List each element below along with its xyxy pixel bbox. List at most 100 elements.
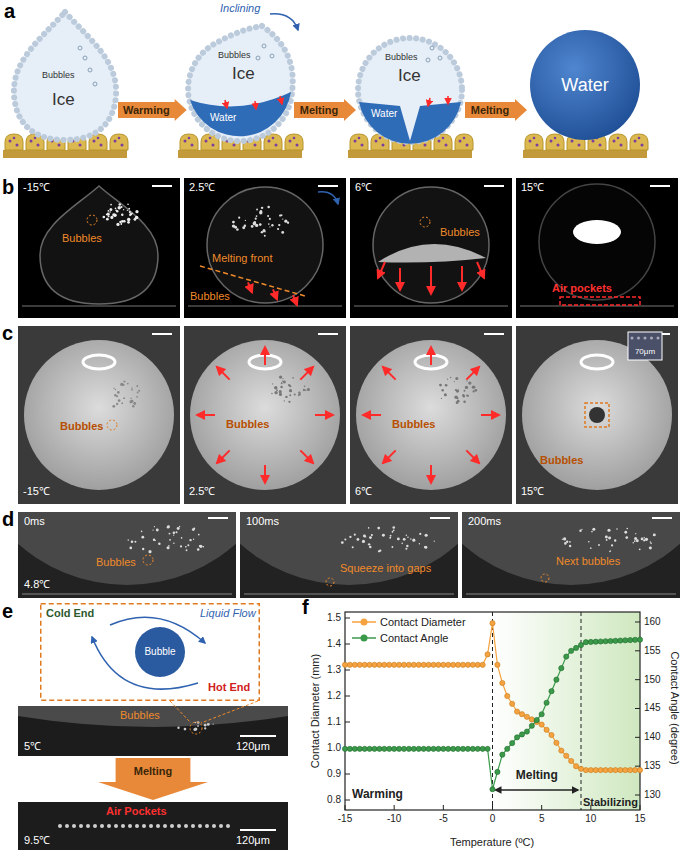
pillar-dot	[620, 144, 623, 147]
air-pocket	[205, 824, 209, 828]
droplet-top-view	[190, 340, 340, 490]
highlight-ring	[83, 355, 115, 369]
legend-dot	[361, 619, 368, 626]
pillar	[5, 134, 23, 150]
panel-c	[18, 326, 678, 504]
speckle	[185, 546, 187, 548]
data-point	[608, 768, 613, 773]
speckle	[176, 531, 178, 533]
speckle	[134, 541, 136, 543]
speckle	[129, 211, 131, 213]
pillar-dot	[289, 140, 292, 143]
arrow	[248, 282, 252, 292]
pillar-dot	[58, 144, 61, 147]
speckle	[406, 545, 408, 547]
speckle	[115, 210, 117, 212]
data-point	[514, 709, 519, 714]
data-point	[613, 638, 618, 643]
legend-dot	[361, 635, 368, 642]
droplet-bottom	[18, 706, 288, 727]
data-point	[392, 662, 397, 667]
bubble	[438, 56, 442, 60]
speckle	[167, 525, 170, 528]
arrow	[466, 450, 479, 463]
speckle	[303, 389, 305, 391]
tick	[635, 650, 640, 651]
label: 0	[490, 813, 496, 825]
data-point	[455, 662, 460, 667]
speckle	[109, 208, 112, 211]
label: Bubbles	[42, 70, 75, 80]
speckle	[455, 377, 458, 380]
plot-frame	[345, 612, 640, 810]
data-point	[564, 753, 569, 758]
tick	[640, 805, 641, 810]
speckle	[607, 529, 610, 532]
data-point	[510, 740, 515, 745]
data-point	[352, 746, 357, 751]
melting-droplet	[207, 187, 323, 303]
label: Warming	[123, 104, 170, 117]
air-pocket	[177, 824, 181, 828]
data-point	[564, 654, 569, 659]
speckle	[177, 527, 180, 530]
pillar-dot	[424, 144, 427, 147]
speckle	[467, 395, 468, 396]
speckle	[234, 226, 237, 229]
bubble-marker	[87, 215, 97, 225]
speckle	[285, 396, 287, 398]
label: 0.9	[327, 768, 341, 780]
micrograph	[184, 178, 346, 318]
data-point	[406, 746, 411, 751]
speckle	[392, 531, 394, 533]
speckle	[344, 539, 346, 541]
data-point	[485, 746, 490, 751]
scale-bar	[240, 829, 276, 831]
speckle	[116, 223, 119, 226]
pillar-dot	[34, 137, 37, 140]
droplet	[240, 512, 458, 585]
speckle	[588, 541, 590, 543]
speckle	[474, 386, 476, 388]
speckle	[439, 384, 442, 387]
speckle	[391, 546, 393, 548]
pillar-dot	[638, 137, 641, 140]
label: Inclining	[220, 2, 260, 15]
speckle	[447, 379, 448, 380]
speckle	[281, 231, 284, 234]
speckle	[424, 546, 427, 549]
speckle	[158, 543, 161, 546]
speckle	[465, 386, 468, 389]
data-point	[500, 680, 505, 685]
pillar-dot	[233, 144, 236, 147]
arrow	[383, 450, 396, 463]
pillar-dot	[358, 137, 361, 140]
arrow	[197, 414, 215, 416]
data-point	[421, 746, 426, 751]
bubble	[270, 54, 274, 58]
pillar-dot	[188, 137, 191, 140]
substrate-line	[244, 594, 454, 595]
pillar-dot	[657, 337, 660, 340]
inset	[628, 332, 662, 360]
label: Ice	[52, 90, 75, 110]
data-point	[510, 701, 515, 706]
pillar-dot	[536, 144, 539, 147]
data-point	[495, 662, 500, 667]
scale-bar	[240, 735, 276, 737]
speckle	[242, 226, 245, 229]
air-pocket	[72, 824, 76, 828]
tick	[345, 800, 350, 801]
label: 1.5	[327, 612, 341, 624]
label: 6℃	[355, 485, 372, 498]
label: Contact Angle	[380, 632, 449, 645]
speckle	[197, 548, 200, 551]
scale-bar	[318, 185, 338, 187]
speckle	[463, 395, 465, 397]
arrow-shape	[118, 99, 187, 121]
speckle	[279, 375, 282, 378]
data-point	[637, 637, 642, 642]
speckle	[109, 211, 111, 213]
data-point	[347, 746, 352, 751]
speckle	[152, 529, 153, 530]
